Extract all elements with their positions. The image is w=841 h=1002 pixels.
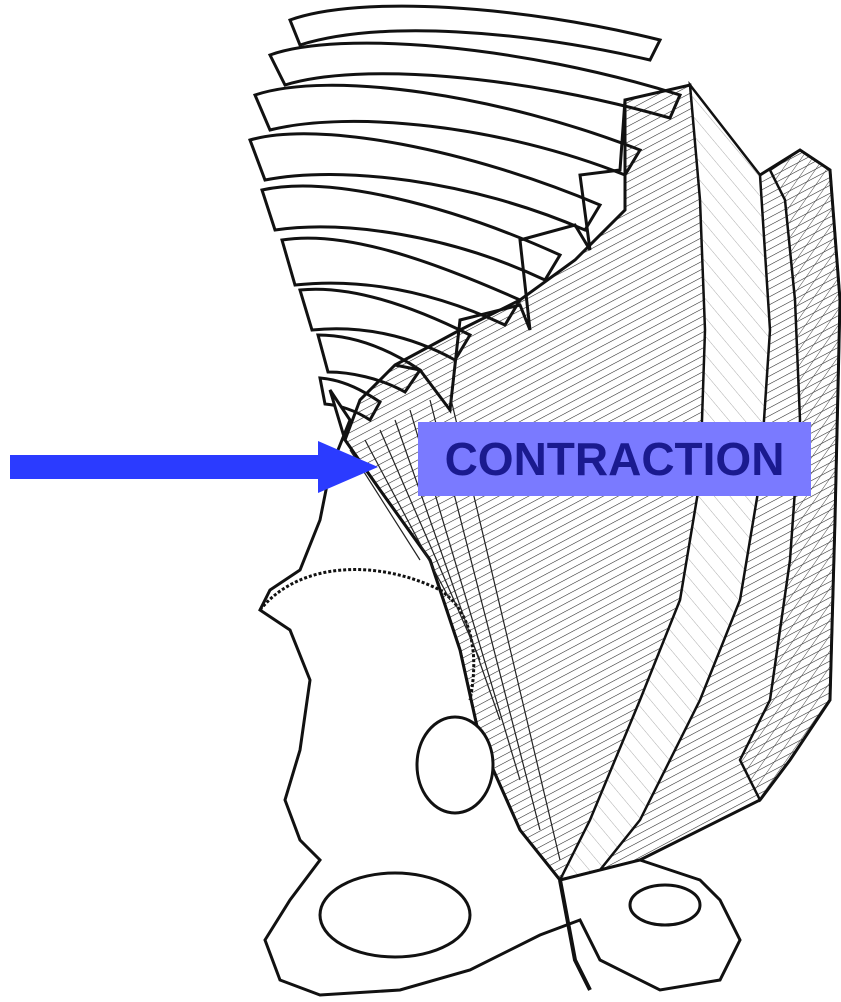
foramen-2 — [630, 885, 700, 925]
foramen-1 — [417, 717, 493, 813]
contraction-label-box: CONTRACTION — [418, 422, 811, 496]
contraction-label: CONTRACTION — [445, 436, 785, 482]
obturator-foramen — [320, 873, 470, 957]
